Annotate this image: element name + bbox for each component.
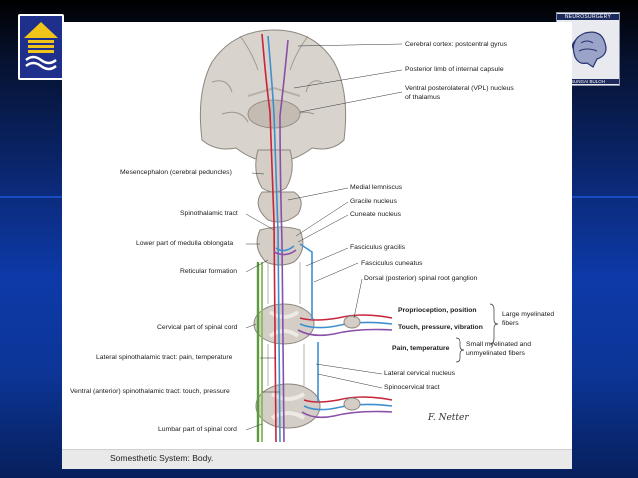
label-cortex: Cerebral cortex: postcentral gyrus [405,41,507,48]
label-gracile-nucleus: Gracile nucleus [350,198,397,205]
cervical-cord-section [253,303,315,345]
pons-section [257,191,302,223]
medulla-section [256,226,304,266]
small-fibers-brace [455,337,465,363]
university-logo [18,14,64,80]
label-small-fibers-line2: unmyelinated fibers [466,350,525,357]
somesthetic-pathway-diagram [199,29,499,443]
logo-subtitle: SUNGAI BULOH [557,79,619,84]
netter-signature: F. Netter [428,413,469,423]
label-lumbar-cord: Lumbar part of spinal cord [158,426,237,433]
label-fasciculus-cuneatus: Fasciculus cuneatus [361,260,423,267]
label-vpl-line2: of thalamus [405,94,441,101]
caption-bar: Somesthetic System: Body. [62,449,572,469]
lumbar-cord-section [255,383,321,429]
label-fasciculus-gracilis: Fasciculus gracilis [350,244,406,251]
label-vpl-line1: Ventral posterolateral (VPL) nucleus [405,85,514,92]
cervical-ganglion [343,315,361,329]
diagram-panel: Cerebral cortex: postcentral gyrus Poste… [62,22,572,469]
spinal-cord-column [267,262,305,386]
label-reticular-formation: Reticular formation [180,268,238,275]
mesencephalon-section [255,149,293,193]
label-lateral-cervical-nucleus: Lateral cervical nucleus [384,370,456,377]
label-dorsal-root-ganglion: Dorsal (posterior) spinal root ganglion [364,275,478,282]
label-mesencephalon: Mesencephalon (cerebral peduncles) [120,169,232,176]
label-spinothalamic-tract: Spinothalamic tract [180,210,238,217]
label-large-fibers-line2: fibers [502,320,519,327]
label-touch: Touch, pressure, vibration [398,324,483,331]
pathway-lines [256,33,393,443]
figure-caption: Somesthetic System: Body. [110,453,214,463]
label-medial-lemniscus: Medial lemniscus [350,184,403,191]
large-fibers-brace [489,303,499,345]
label-large-fibers-line1: Large myelinated [502,311,555,318]
label-medulla: Lower part of medulla oblongata [136,240,234,247]
label-internal-capsule: Posterior limb of internal capsule [405,66,504,73]
label-lateral-tract: Lateral spinothalamic tract: pain, tempe… [96,354,233,361]
label-cervical-cord: Cervical part of spinal cord [157,324,238,331]
label-small-fibers-line1: Small myelinated and [466,341,531,348]
label-proprioception: Proprioception, position [398,307,477,314]
leader-lines [245,43,403,431]
label-ventral-tract: Ventral (anterior) spinothalamic tract: … [70,388,230,395]
lumbar-ganglion [343,397,361,411]
label-pain: Pain, temperature [392,345,450,352]
logo-title: NEUROSURGERY [557,14,619,20]
label-cuneate-nucleus: Cuneate nucleus [350,211,402,218]
label-spinocervical-tract: Spinocervical tract [384,384,440,391]
